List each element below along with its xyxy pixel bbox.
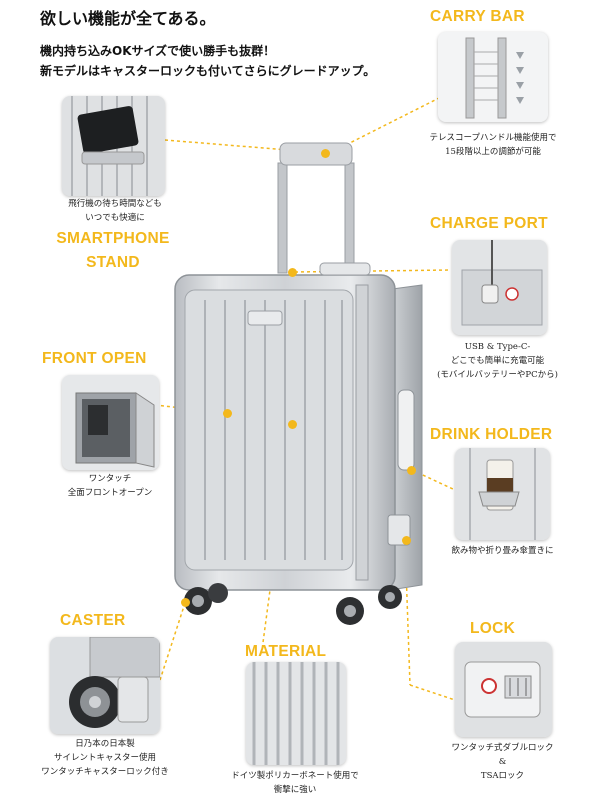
drink-holder-photo <box>455 448 550 540</box>
lock-image <box>455 642 552 737</box>
lock-caption-3: TSAロック <box>480 771 525 781</box>
charge-port-caption-2: どこでも簡単に充電可能 <box>450 356 545 366</box>
lock-photo <box>455 642 552 737</box>
charge-port-image <box>452 240 547 335</box>
front-open-image <box>62 375 159 470</box>
material-caption-1: ドイツ製ポリカーボネート使用で <box>231 771 359 781</box>
front-open-caption-2: 全面フロントオープン <box>67 488 153 498</box>
headline: 欲しい機能が全てある。 <box>40 9 216 28</box>
carry-bar-title: CARRY BAR <box>430 8 525 25</box>
caster-photo <box>50 637 160 734</box>
charge-port-caption-1: USB & Type-C- <box>464 342 531 352</box>
caster-caption-3: ワンタッチキャスターロック付き <box>41 767 169 777</box>
smartphone-stand-caption: 飛行機の待ち時間なども いつでも快適に <box>40 197 190 225</box>
drink-holder-marker <box>407 466 416 475</box>
drink-holder-image <box>455 448 550 540</box>
caster-caption-1: 日乃本の日本製 <box>75 739 135 749</box>
smartphone-stand-title: SMARTPHONE STAND <box>38 230 188 272</box>
drink-holder-caption-1: 飲み物や折り畳み傘置きに <box>451 546 554 556</box>
subheadline-1: 機内持ち込みOKサイズで使い勝手も抜群！ <box>40 44 276 58</box>
subheadline-2: 新モデルはキャスターロックも付いてさらにグレードアップ。 <box>40 64 376 78</box>
material-caption-2: 衝撃に強い <box>273 785 317 795</box>
suitcase <box>174 142 423 625</box>
front-open-caption-1: ワンタッチ <box>88 474 132 484</box>
caster-caption: 日乃本の日本製 サイレントキャスター使用 ワンタッチキャスターロック付き <box>30 737 180 779</box>
lock-caption: ワンタッチ式ダブルロック & TSAロック <box>420 741 585 783</box>
carry-bar-caption-1: テレスコープハンドル機能使用で <box>429 133 557 143</box>
lock-caption-2: & <box>498 757 507 767</box>
caster-image <box>50 637 160 734</box>
front-open-title: FRONT OPEN <box>42 350 147 367</box>
charge-port-photo <box>452 240 547 335</box>
material-photo <box>246 662 346 765</box>
material-image <box>246 662 346 765</box>
front-open-photo <box>62 375 159 470</box>
carry-bar-image <box>438 32 548 122</box>
charge-port-caption-3: (モバイルバッテリーやPCから) <box>437 370 558 380</box>
caster-caption-2: サイレントキャスター使用 <box>53 753 156 763</box>
smartphone-stand-image <box>62 96 165 196</box>
charge-port-caption: USB & Type-C- どこでも簡単に充電可能 (モバイルバッテリーやPCか… <box>415 340 580 382</box>
material-title: MATERIAL <box>245 643 327 660</box>
smartphone-stand-title-1: SMARTPHONE <box>56 230 170 247</box>
smartphone-stand-photo <box>62 96 165 196</box>
material-caption: ドイツ製ポリカーボネート使用で 衝撃に強い <box>215 769 375 797</box>
smartphone-stand-caption-1: 飛行機の待ち時間なども <box>68 199 162 209</box>
carry-bar-marker <box>321 149 330 158</box>
caster-title: CASTER <box>60 612 126 629</box>
material-marker <box>288 420 297 429</box>
charge-port-title: CHARGE PORT <box>430 215 548 232</box>
charge-port-marker <box>288 268 297 277</box>
smartphone-stand-caption-2: いつでも快適に <box>85 213 145 223</box>
carry-bar-caption: テレスコープハンドル機能使用で 15段階以上の調節が可能 <box>418 131 568 159</box>
smartphone-stand-title-2: STAND <box>86 254 140 271</box>
lock-title: LOCK <box>470 620 516 637</box>
lock-marker <box>402 536 411 545</box>
front-open-marker <box>223 409 232 418</box>
carry-bar-caption-2: 15段階以上の調節が可能 <box>445 147 541 157</box>
lock-caption-1: ワンタッチ式ダブルロック <box>451 743 554 753</box>
front-open-caption: ワンタッチ 全面フロントオープン <box>35 472 185 500</box>
carry-bar-photo <box>438 32 548 122</box>
drink-holder-caption: 飲み物や折り畳み傘置きに <box>420 544 585 558</box>
drink-holder-title: DRINK HOLDER <box>430 426 553 443</box>
caster-marker <box>181 598 190 607</box>
